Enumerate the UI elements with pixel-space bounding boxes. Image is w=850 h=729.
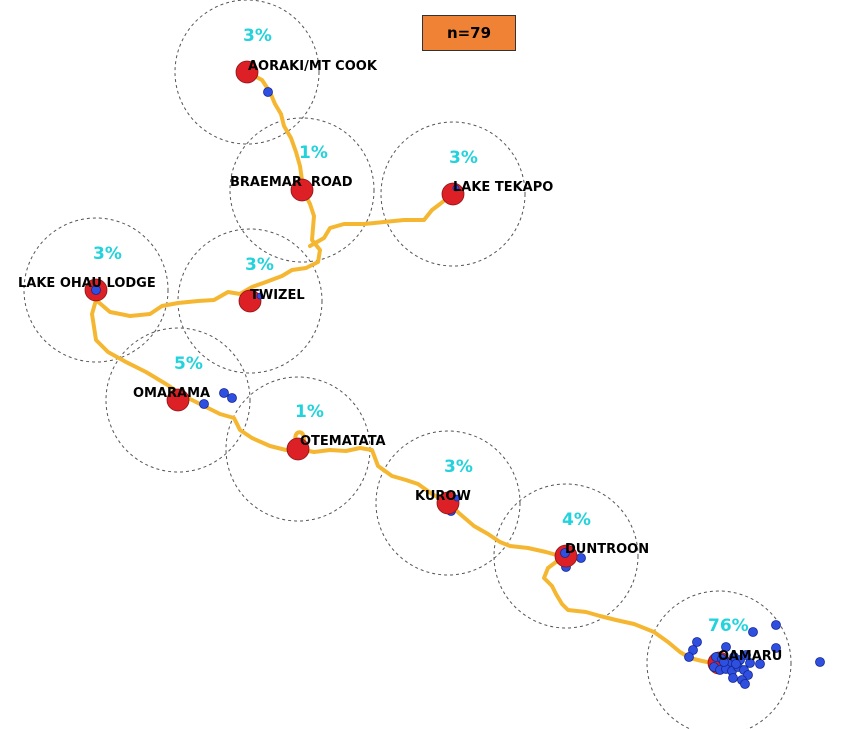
route-tekapo-branch (308, 194, 452, 248)
response-dot (560, 548, 570, 558)
response-dot (755, 659, 765, 669)
response-dot (263, 87, 273, 97)
percent-braemar: 1% (299, 143, 328, 163)
zone-twizel (177, 228, 323, 374)
response-dot (745, 658, 755, 668)
catchment-zones (23, 0, 792, 729)
town-marker-omarama (166, 388, 190, 412)
percent-aoraki: 3% (243, 26, 272, 46)
zone-omarama (105, 327, 251, 473)
percent-otematata: 1% (295, 402, 324, 422)
percent-tekapo: 3% (449, 148, 478, 168)
route-oamaru-branch (542, 554, 714, 665)
zone-tekapo (380, 121, 526, 267)
percent-omarama: 5% (174, 354, 203, 374)
label-oamaru: OAMARU (718, 649, 782, 664)
response-dot (453, 494, 461, 502)
response-dot (256, 292, 264, 300)
percent-ohau: 3% (93, 244, 122, 264)
response-dot (771, 620, 781, 630)
response-dot (728, 673, 738, 683)
response-dot (815, 657, 825, 667)
response-dot (227, 393, 237, 403)
town-marker-aoraki (235, 60, 259, 84)
percent-twizel: 3% (245, 255, 274, 275)
zone-duntroon (493, 483, 639, 629)
response-dot (91, 285, 101, 295)
response-dot (692, 637, 702, 647)
zone-braemar (229, 117, 375, 263)
percent-oamaru: 76% (708, 616, 749, 636)
zone-kurow (375, 430, 521, 576)
zone-ohau (23, 217, 169, 363)
label-omarama: OMARAMA (133, 386, 210, 401)
response-dot (741, 650, 751, 660)
respondent-dots-overlay (91, 184, 570, 558)
response-dot (684, 652, 694, 662)
zone-aoraki (174, 0, 320, 145)
label-ohau: LAKE OHAU LODGE (18, 276, 156, 291)
response-dot (748, 627, 758, 637)
sample-size-label: n=79 (446, 24, 492, 42)
response-dot (771, 643, 781, 653)
percent-kurow: 3% (444, 457, 473, 477)
town-marker-kurow (436, 491, 460, 515)
response-dot (199, 399, 209, 409)
town-marker-otematata (286, 437, 310, 461)
label-braemar: BRAEMAR ROAD (230, 175, 353, 190)
response-dot (740, 679, 750, 689)
label-duntroon: DUNTROON (565, 542, 649, 557)
label-twizel: TWIZEL (250, 288, 305, 303)
oamaru-response-cluster (684, 620, 825, 689)
place-labels: AORAKI/MT COOK BRAEMAR ROAD LAKE TEKAPO … (18, 59, 782, 664)
label-aoraki: AORAKI/MT COOK (248, 59, 378, 74)
respondent-dots (199, 87, 586, 572)
percent-duntroon: 4% (562, 510, 591, 530)
zone-oamaru (646, 590, 792, 729)
label-kurow: KUROW (415, 489, 471, 504)
town-marker-braemar (290, 178, 314, 202)
route-main (90, 70, 568, 558)
label-tekapo: LAKE TEKAPO (453, 180, 553, 195)
response-dot (719, 657, 729, 667)
percent-labels: 3% 1% 3% 3% 3% 5% 1% 3% 4% 76% (93, 26, 749, 636)
route (90, 70, 714, 665)
response-dot (219, 388, 229, 398)
sample-size-box: n=79 (422, 15, 516, 51)
label-otematata: OTEMATATA (300, 434, 386, 449)
town-marker-twizel (238, 289, 262, 313)
response-dot (452, 184, 460, 192)
response-dot (721, 642, 731, 652)
response-dot (731, 659, 741, 669)
